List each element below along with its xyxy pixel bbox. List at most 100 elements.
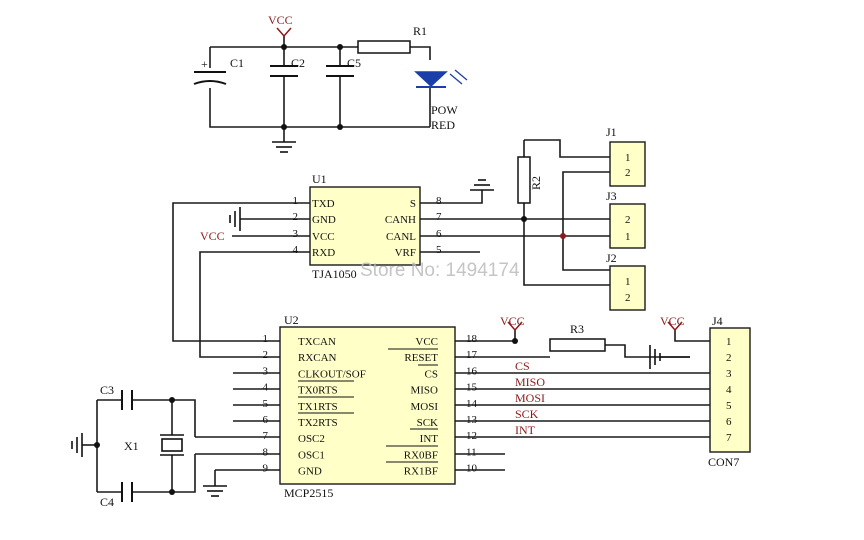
junction-dot — [337, 124, 343, 130]
c4-label: C4 — [100, 495, 114, 509]
u2-pin-number: 18 — [466, 333, 478, 345]
signal-label: CS — [515, 359, 530, 373]
j4-pin-number: 4 — [726, 384, 732, 396]
u2-pin-name: CS — [425, 368, 438, 380]
j4-label: J4 — [712, 314, 723, 328]
junctions — [94, 44, 566, 495]
junction-dot — [512, 338, 518, 344]
u1-pin-name: GND — [312, 214, 336, 226]
j4-pin-number: 7 — [726, 432, 732, 444]
u2-pin-name: CLKOUT/SOF — [298, 368, 366, 380]
connector-j1 — [609, 141, 646, 187]
chip-u2 — [279, 326, 456, 485]
u2-pin-number: 2 — [263, 349, 269, 361]
ground-icon — [470, 179, 494, 191]
u2-pin-number: 11 — [466, 446, 477, 458]
vcc-arrow-icon — [276, 27, 292, 38]
x1-label: X1 — [124, 439, 139, 453]
junction-dot — [281, 124, 287, 130]
u2-pin-number: 7 — [263, 430, 269, 442]
vcc-label: VCC — [500, 314, 525, 328]
r1-label: R1 — [413, 24, 427, 38]
j4-pin-number: 1 — [726, 336, 732, 348]
u2-pin-number: 6 — [263, 414, 269, 426]
c3-label: C3 — [100, 383, 114, 397]
led-icon — [414, 69, 468, 88]
u2-pin-number: 15 — [466, 382, 478, 394]
j4-pin-number: 5 — [726, 400, 732, 412]
watermark: Store No: 1494174 — [360, 260, 520, 281]
j1-pin-number: 2 — [625, 167, 631, 179]
u2-pin-name: MOSI — [410, 401, 438, 413]
c2-label: C2 — [291, 56, 305, 70]
crystal-x1 — [160, 434, 184, 456]
chip-u1 — [309, 186, 421, 266]
u1-label: U1 — [312, 172, 327, 186]
vcc-label: VCC — [660, 314, 685, 328]
u2-pin-name: RESET — [404, 352, 438, 364]
ground-icon — [203, 485, 227, 497]
u2-pin-name: TX0RTS — [298, 385, 338, 397]
j4-pin-number: 3 — [726, 368, 732, 380]
j4-pin-number: 2 — [726, 352, 732, 364]
u2-pin-number: 3 — [263, 365, 269, 377]
junction-dot — [281, 44, 287, 50]
u2-pin-number: 16 — [466, 365, 478, 377]
junction-dot — [169, 489, 175, 495]
capacitor-c3 — [121, 390, 133, 410]
u2-pin-name: RX0BF — [404, 449, 438, 461]
connector-j3 — [609, 203, 646, 249]
ground-icon — [649, 345, 690, 369]
u2-pin-number: 17 — [466, 349, 478, 361]
capacitor-c2 — [270, 65, 298, 77]
u2-pin-name: TX2RTS — [298, 417, 338, 429]
u2-pin-name: MISO — [410, 385, 438, 397]
connector-j4 — [709, 327, 751, 453]
j1-label: J1 — [606, 125, 617, 139]
j3-pin-number: 2 — [625, 214, 631, 226]
u1-pin-number: 8 — [436, 195, 442, 207]
led-red-label: RED — [431, 118, 455, 132]
signal-label: MISO — [515, 375, 545, 389]
u1-pin-number: 1 — [293, 195, 299, 207]
j2-pin-number: 1 — [625, 276, 631, 288]
vcc-label: VCC — [200, 229, 225, 243]
signal-label: MOSI — [515, 391, 545, 405]
capacitor-c5 — [326, 65, 354, 77]
u1-pin-number: 3 — [293, 228, 299, 240]
u2-pin-number: 8 — [263, 446, 269, 458]
u2-pin-name: RXCAN — [298, 352, 337, 364]
u2-pin-number: 10 — [466, 463, 478, 475]
u2-pin-name: OSC2 — [298, 433, 325, 445]
j3-pin-number: 1 — [625, 231, 631, 243]
u2-pin-name: VCC — [415, 336, 438, 348]
vcc-arrow-icon — [507, 321, 523, 332]
c5-label: C5 — [347, 56, 361, 70]
polarity-plus: + — [201, 57, 208, 71]
ground-icon — [229, 207, 241, 231]
vcc-label: VCC — [268, 13, 293, 27]
u2-pin-number: 5 — [263, 398, 269, 410]
j4-pin-number: 6 — [726, 416, 732, 428]
u1-pin-number: 4 — [293, 244, 299, 256]
u2-pin-name: SCK — [417, 417, 438, 429]
vcc-arrow-icon — [667, 321, 683, 332]
u1-pin-name: TXD — [312, 198, 335, 210]
u1-pin-name: S — [410, 198, 416, 210]
u1-pin-name: VRF — [395, 247, 416, 259]
u2-pin-name: RX1BF — [404, 466, 438, 478]
r3-label: R3 — [570, 322, 584, 336]
u1-pin-name: RXD — [312, 247, 335, 259]
junction-dot — [169, 397, 175, 403]
j3-label: J3 — [606, 189, 617, 203]
capacitor-c1: + — [193, 57, 227, 85]
junction-dot — [560, 233, 566, 239]
connector-j2 — [609, 265, 646, 311]
u1-pin-number: 2 — [293, 211, 299, 223]
u2-pin-number: 14 — [466, 398, 478, 410]
u2-pin-number: 13 — [466, 414, 478, 426]
capacitor-c4 — [121, 482, 133, 502]
junction-dot — [337, 44, 343, 50]
u2-pin-number: 12 — [466, 430, 477, 442]
